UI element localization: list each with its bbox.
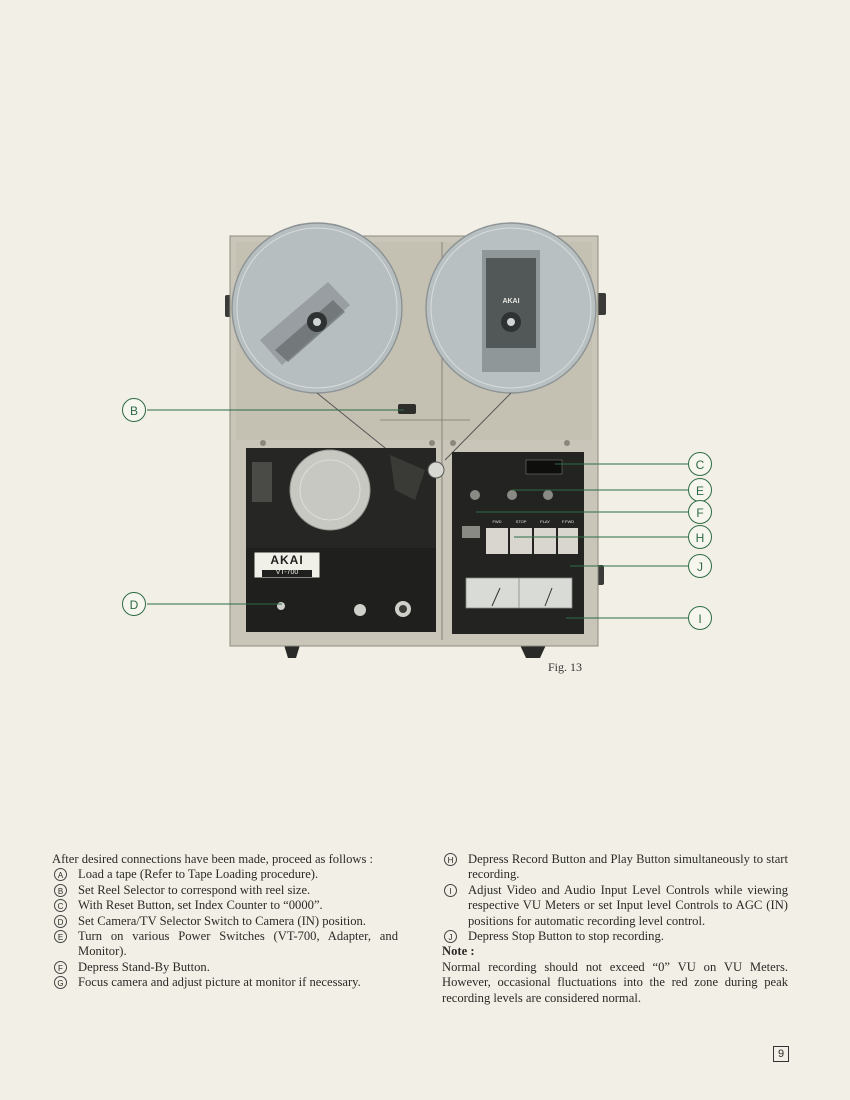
step-text: Depress Stand-By Button.: [78, 959, 210, 974]
reel-selector: [398, 404, 416, 414]
key-stop: [510, 528, 532, 554]
step-g: G Focus camera and adjust picture at moni…: [52, 975, 398, 990]
key-label-fwd: FWD: [492, 519, 502, 524]
figure-13: AKAI VT-700 AKAI FWD STOP PLAY F.FWD B C…: [122, 222, 712, 674]
step-marker: D: [54, 914, 67, 928]
step-text: Set Reel Selector to correspond with ree…: [78, 882, 311, 897]
step-text: Depress Record Button and Play Button si…: [468, 852, 788, 882]
step-text: With Reset Button, set Index Counter to …: [78, 898, 323, 913]
page-number: 9: [773, 1046, 789, 1062]
steps-list-left: A Load a tape (Refer to Tape Loading proc…: [52, 867, 398, 990]
step-marker: F: [54, 960, 67, 974]
callout-b: B: [122, 398, 146, 422]
key-label-ffwd: F.FWD: [561, 519, 575, 524]
step-e: E Turn on various Power Switches (VT-700,…: [52, 929, 398, 960]
instructions-left-column: After desired connections have been made…: [52, 852, 398, 991]
key-fwd: [486, 528, 508, 554]
step-marker: H: [444, 853, 457, 866]
step-marker: E: [54, 930, 67, 944]
note-text: Normal recording should not exceed “0” V…: [442, 959, 788, 1005]
recorder-illustration: [147, 222, 688, 658]
callout-i: I: [688, 606, 712, 630]
step-marker: I: [444, 883, 457, 897]
step-marker: B: [54, 883, 67, 897]
step-text: Depress Stop Button to stop recording.: [468, 929, 664, 944]
step-c: C With Reset Button, set Index Counter to…: [52, 898, 398, 913]
step-h: H Depress Record Button and Play Button s…: [442, 852, 788, 883]
callout-e: E: [688, 478, 712, 502]
figure-caption: Fig. 13: [548, 660, 583, 674]
step-d: D Set Camera/TV Selector Switch to Camera…: [52, 914, 398, 929]
callout-f: F: [688, 500, 712, 524]
index-counter: [525, 459, 563, 475]
key-ffwd: [558, 528, 578, 554]
step-text: Set Camera/TV Selector Switch to Camera …: [78, 913, 366, 928]
step-marker: J: [444, 930, 457, 944]
callout-h: H: [688, 525, 712, 549]
intro-paragraph: After desired connections have been made…: [52, 852, 374, 866]
head-drum: [289, 449, 371, 531]
note-heading: Note :: [442, 944, 475, 959]
key-play: [534, 528, 556, 554]
step-marker: C: [54, 899, 67, 913]
step-marker: A: [54, 868, 67, 882]
step-b: B Set Reel Selector to correspond with re…: [52, 883, 398, 898]
callout-leaders: [147, 409, 688, 619]
instructions-right-column: H Depress Record Button and Play Button s…: [442, 852, 788, 1006]
deck-logo: AKAI: [270, 553, 304, 567]
model-badge: VT-700: [275, 569, 299, 576]
callout-c: C: [688, 452, 712, 476]
step-j: J Depress Stop Button to stop recording.: [442, 929, 788, 944]
step-f: F Depress Stand-By Button.: [52, 960, 398, 975]
step-text: Adjust Video and Audio Input Level Contr…: [468, 882, 788, 928]
step-text: Focus camera and adjust picture at monit…: [78, 975, 361, 990]
step-text: Turn on various Power Switches (VT-700, …: [78, 929, 398, 959]
foot-right: [520, 645, 546, 658]
callout-d: D: [122, 592, 146, 616]
step-marker: G: [54, 976, 67, 990]
step-i: I Adjust Video and Audio Input Level Cont…: [442, 883, 788, 929]
step-text: Load a tape (Refer to Tape Loading proce…: [78, 867, 319, 882]
step-a: A Load a tape (Refer to Tape Loading proc…: [52, 867, 398, 882]
reel-logo: AKAI: [502, 298, 520, 305]
key-label-play: PLAY: [540, 519, 550, 524]
steps-list-right: H Depress Record Button and Play Button s…: [442, 852, 788, 944]
foot-left: [284, 645, 300, 658]
key-label-stop: STOP: [515, 519, 527, 524]
callout-j: J: [688, 554, 712, 578]
